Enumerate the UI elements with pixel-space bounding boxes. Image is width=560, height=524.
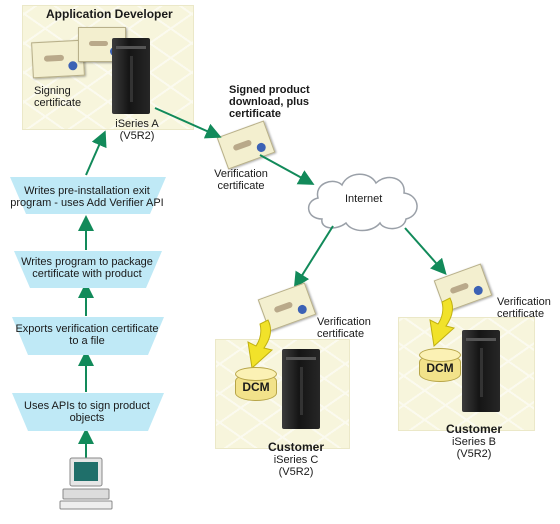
customer-c-certificate-label: Verification certificate bbox=[317, 316, 371, 340]
step-1-text: Uses APIs to sign product objects bbox=[24, 400, 150, 424]
customer-c-server-icon bbox=[282, 349, 320, 429]
arrow-step4-to-server bbox=[85, 130, 107, 176]
customer-b-server-icon bbox=[462, 330, 500, 412]
server-a-label: iSeries A (V5R2) bbox=[115, 118, 159, 142]
step-3-text: Writes program to package certificate wi… bbox=[21, 256, 153, 280]
customer-c-import-arrow-icon bbox=[247, 319, 274, 369]
step-1-shape bbox=[12, 393, 164, 431]
customer-b-dcm-label: DCM bbox=[426, 361, 454, 375]
customer-b-title: Customer bbox=[445, 422, 502, 436]
workstation-icon bbox=[59, 457, 113, 510]
developer-title: Application Developer bbox=[46, 7, 173, 21]
customer-b-import-arrow-icon bbox=[429, 297, 456, 347]
verification-certificate-label: Verification certificate bbox=[214, 168, 268, 192]
internet-label: Internet bbox=[345, 193, 383, 205]
arrow-internet-to-customer-c bbox=[293, 225, 334, 289]
arrow-server-to-transfer bbox=[154, 107, 222, 139]
arrow-internet-to-customer-b bbox=[404, 227, 447, 275]
customer-c-dcm-store-icon: DCM bbox=[235, 367, 277, 401]
customer-c-title: Customer bbox=[267, 440, 324, 454]
step-2-shape bbox=[12, 317, 164, 355]
step-4-shape bbox=[10, 177, 166, 214]
customer-b-server-label: iSeries B (V5R2) bbox=[451, 436, 497, 460]
arrow-transfer-to-internet bbox=[259, 154, 315, 185]
internet-cloud-icon bbox=[308, 173, 418, 232]
server-a-icon bbox=[112, 38, 150, 114]
customer-c-server-label: iSeries C (V5R2) bbox=[273, 454, 319, 478]
signing-certificate-label: Signing certificate bbox=[34, 85, 82, 109]
step-3-shape bbox=[14, 251, 162, 288]
transfer-label: Signed product download, plus certificat… bbox=[229, 84, 310, 120]
developer-panel bbox=[22, 5, 194, 130]
customer-b-certificate-label: Verification certificate bbox=[497, 296, 551, 320]
customer-b-dcm-store-icon: DCM bbox=[419, 348, 461, 382]
customer-c-dcm-label: DCM bbox=[242, 380, 270, 394]
step-2-text: Exports verification certificate to a fi… bbox=[15, 323, 159, 347]
step-4-text: Writes pre-installation exit program - u… bbox=[10, 185, 164, 209]
